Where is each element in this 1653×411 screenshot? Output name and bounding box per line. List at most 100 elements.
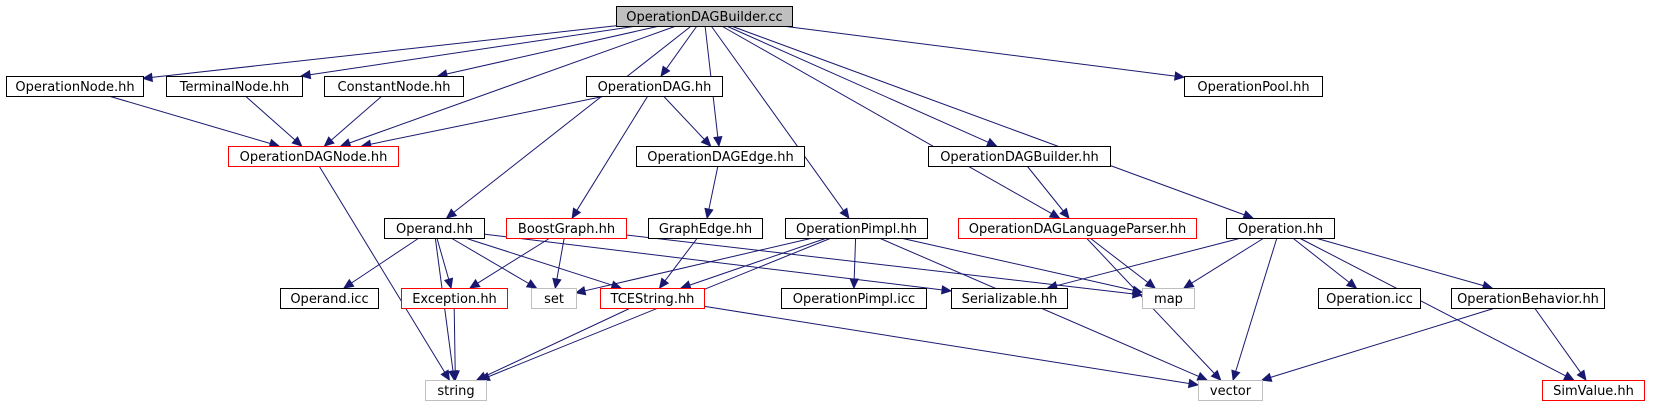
node-box bbox=[928, 146, 1111, 167]
node-root[interactable]: OperationDAGBuilder.cc bbox=[616, 6, 793, 27]
edge-line bbox=[556, 237, 565, 280]
node-oppimpl[interactable]: OperationPimpl.hh bbox=[785, 218, 928, 239]
node-box bbox=[531, 288, 577, 309]
edge-opdagnode-to-string bbox=[318, 165, 451, 382]
arrow-head bbox=[440, 369, 451, 382]
edge-line bbox=[1270, 307, 1496, 378]
arrow-head bbox=[552, 277, 562, 290]
node-box bbox=[6, 76, 144, 97]
node-opdagbuilderh[interactable]: OperationDAGBuilder.hh bbox=[928, 146, 1111, 167]
edge-line bbox=[703, 305, 1190, 384]
edge-tcestring-to-string bbox=[475, 307, 631, 381]
edge-line bbox=[318, 165, 446, 373]
node-operandicc[interactable]: Operand.icc bbox=[280, 288, 379, 309]
edge-root-to-operand bbox=[445, 25, 692, 219]
edge-line bbox=[1534, 307, 1582, 373]
edge-opdag-to-opdagedge bbox=[663, 95, 712, 147]
node-operand[interactable]: Operand.hh bbox=[384, 218, 485, 239]
arrow-head bbox=[574, 286, 587, 296]
arrow-head bbox=[1187, 378, 1200, 389]
arrow-head bbox=[1182, 278, 1195, 289]
edge-operand-to-tcestring bbox=[464, 237, 623, 290]
edge-tcestring-to-vector bbox=[703, 305, 1200, 389]
node-label: Serializable.hh bbox=[962, 292, 1058, 307]
edge-line bbox=[1299, 237, 1566, 377]
node-box bbox=[951, 288, 1068, 309]
arrow-head bbox=[291, 136, 303, 147]
node-opdag[interactable]: OperationDAG.hh bbox=[586, 76, 723, 97]
node-opdagedge[interactable]: OperationDAGEdge.hh bbox=[636, 146, 805, 167]
edge-line bbox=[665, 25, 698, 69]
edge-line bbox=[731, 25, 1245, 216]
node-box bbox=[785, 218, 928, 239]
node-set: set bbox=[531, 288, 577, 309]
node-label: string bbox=[437, 384, 474, 399]
edge-line bbox=[370, 95, 606, 145]
node-box bbox=[648, 218, 763, 239]
node-box bbox=[958, 218, 1197, 239]
node-label: vector bbox=[1210, 384, 1252, 399]
node-tcestring[interactable]: TCEString.hh bbox=[600, 288, 705, 309]
node-label: OperationDAGLanguageParser.hh bbox=[969, 222, 1186, 237]
arrow-head bbox=[1563, 371, 1575, 381]
node-map: map bbox=[1142, 288, 1195, 309]
node-graphedge[interactable]: GraphEdge.hh bbox=[648, 218, 763, 239]
edge-line bbox=[349, 25, 677, 144]
node-langparser[interactable]: OperationDAGLanguageParser.hh bbox=[958, 218, 1197, 239]
edge-operation-to-serializable bbox=[1046, 237, 1242, 291]
node-oppool[interactable]: OperationPool.hh bbox=[1184, 76, 1323, 97]
edge-opdagedge-to-graphedge bbox=[704, 165, 719, 220]
arrow-head bbox=[658, 277, 670, 289]
node-box bbox=[1226, 218, 1335, 239]
node-simvalue[interactable]: SimValue.hh bbox=[1542, 380, 1645, 401]
edge-constnode-to-opdagnode bbox=[323, 95, 383, 147]
edge-line bbox=[708, 165, 719, 210]
edge-opbehavior-to-vector bbox=[1260, 307, 1496, 382]
node-serializable[interactable]: Serializable.hh bbox=[951, 288, 1068, 309]
node-box bbox=[228, 146, 399, 167]
arrow-head bbox=[443, 277, 454, 290]
edge-line bbox=[309, 25, 637, 76]
edge-opdagbuilderh-to-langparser bbox=[1026, 165, 1070, 219]
edge-line bbox=[477, 237, 551, 284]
arrow-head bbox=[700, 135, 712, 147]
edge-operation-to-operationicc bbox=[1292, 237, 1358, 289]
node-label: OperationBehavior.hh bbox=[1457, 292, 1599, 307]
edge-line bbox=[1235, 237, 1278, 372]
edge-line bbox=[453, 307, 456, 372]
node-termnode[interactable]: TerminalNode.hh bbox=[166, 76, 303, 97]
edge-line bbox=[446, 25, 660, 75]
edge-operation-to-opbehavior bbox=[1315, 237, 1494, 291]
node-opdagnode[interactable]: OperationDAGNode.hh bbox=[228, 146, 399, 167]
node-label: OperationPool.hh bbox=[1197, 80, 1309, 95]
node-label: Operation.icc bbox=[1326, 292, 1413, 307]
node-operation[interactable]: Operation.hh bbox=[1226, 218, 1335, 239]
node-constnode[interactable]: ConstantNode.hh bbox=[324, 76, 464, 97]
node-label: OperationDAG.hh bbox=[598, 80, 712, 95]
node-label: OperationDAGNode.hh bbox=[240, 150, 388, 165]
edge-line bbox=[782, 25, 1176, 77]
node-box bbox=[636, 146, 805, 167]
arrow-head bbox=[1144, 278, 1156, 289]
node-label: BoostGraph.hh bbox=[518, 222, 615, 237]
node-label: set bbox=[544, 292, 564, 307]
node-operationicc[interactable]: Operation.icc bbox=[1318, 288, 1421, 309]
node-opbehavior[interactable]: OperationBehavior.hh bbox=[1451, 288, 1605, 309]
edge-line bbox=[853, 237, 857, 280]
node-box bbox=[1198, 380, 1263, 401]
node-boostgraph[interactable]: BoostGraph.hh bbox=[506, 218, 627, 239]
node-label: OperationPimpl.icc bbox=[793, 292, 915, 307]
node-label: OperationDAGBuilder.hh bbox=[940, 150, 1099, 165]
edge-line bbox=[244, 95, 296, 141]
node-opnode[interactable]: OperationNode.hh bbox=[6, 76, 144, 97]
node-label: OperationDAGBuilder.cc bbox=[626, 10, 782, 25]
node-label: OperationPimpl.hh bbox=[796, 222, 917, 237]
edge-graphedge-to-tcestring bbox=[658, 237, 698, 289]
node-oppimplicc[interactable]: OperationPimpl.icc bbox=[781, 288, 927, 309]
arrow-head bbox=[299, 69, 312, 80]
arrow-head bbox=[941, 285, 953, 295]
node-label: Operand.icc bbox=[290, 292, 368, 307]
node-exception[interactable]: Exception.hh bbox=[401, 288, 508, 309]
